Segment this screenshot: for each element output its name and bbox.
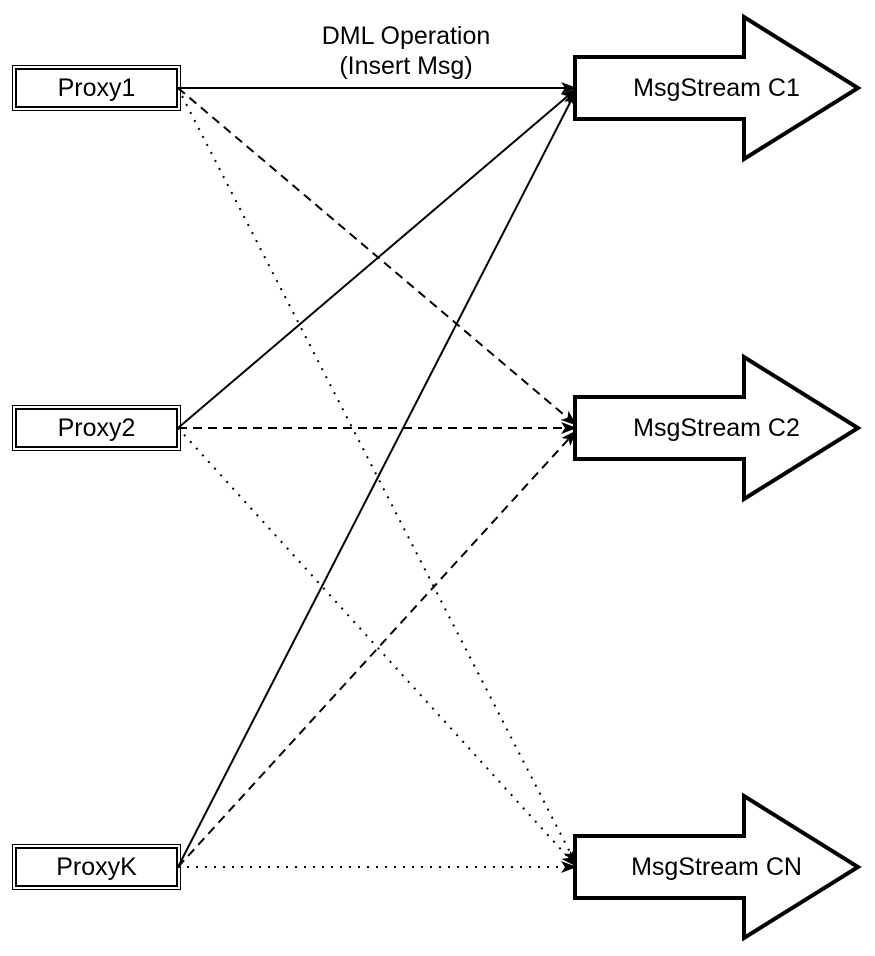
diagram-title-line2: (Insert Msg) xyxy=(339,52,473,80)
diagram-title-line1: DML Operation xyxy=(321,22,491,50)
proxy1-box: Proxy1 xyxy=(12,65,181,111)
edge-proxyk-to-c2 xyxy=(177,430,577,868)
edge-proxy2-to-c1 xyxy=(177,88,577,429)
edge-proxy2-to-cn xyxy=(177,427,577,867)
edge-proxy1-to-cn xyxy=(177,87,577,865)
proxy2-label: Proxy2 xyxy=(57,413,136,442)
proxyk-box: ProxyK xyxy=(12,844,181,890)
msgstream-c2-arrow-shape xyxy=(573,353,862,503)
msgstream-cn-arrow-shape xyxy=(573,792,862,942)
proxy2-box: Proxy2 xyxy=(12,405,181,451)
edge-proxy1-to-c2 xyxy=(177,87,577,426)
diagram-title: DML Operation (Insert Msg) xyxy=(256,21,556,81)
proxy1-label: Proxy1 xyxy=(57,73,136,102)
proxyk-label: ProxyK xyxy=(56,852,137,881)
edge-proxyk-to-c1 xyxy=(177,90,577,868)
msgstream-c1-arrow-shape xyxy=(573,13,862,163)
